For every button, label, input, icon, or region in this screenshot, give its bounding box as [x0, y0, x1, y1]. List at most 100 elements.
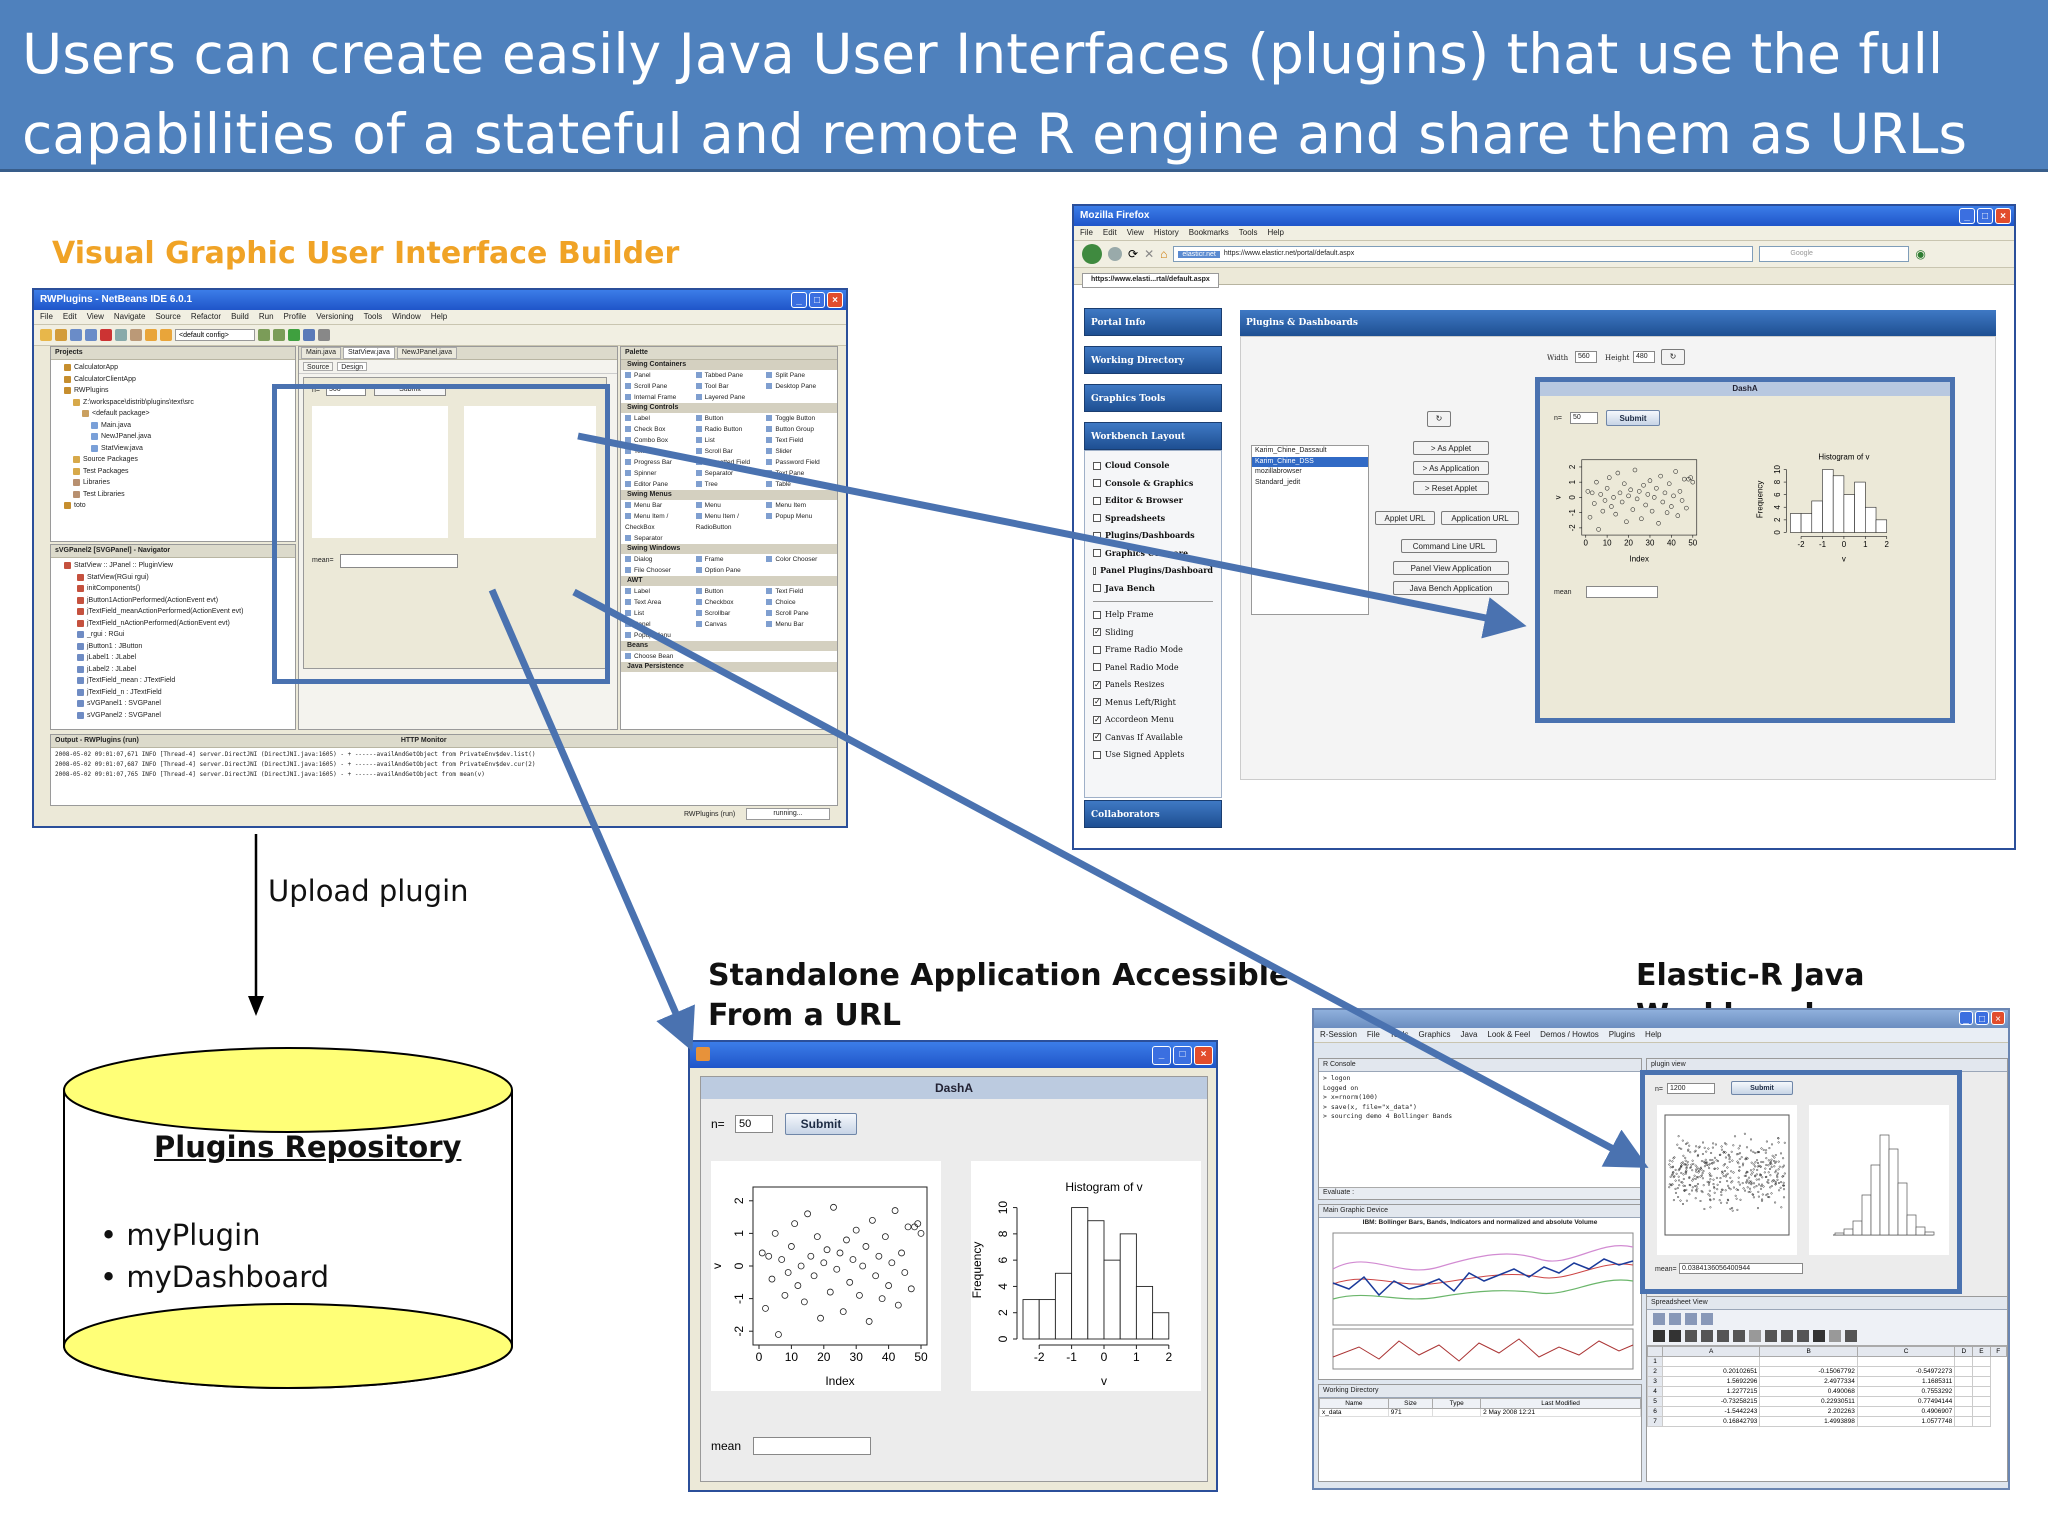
settings-option[interactable]: ✓Canvas If Available [1093, 729, 1213, 747]
palette-item[interactable]: Button [696, 586, 767, 597]
palette-item[interactable]: Scroll Pane [625, 381, 696, 392]
filter-icon[interactable] [1653, 1313, 1665, 1325]
navigator-item[interactable]: jTextField_meanActionPerformed(ActionEve… [55, 606, 291, 618]
settings-option[interactable]: Use Signed Applets [1093, 746, 1213, 764]
refresh-list-button[interactable]: ↻ [1427, 411, 1451, 427]
checkbox[interactable]: ✓ [1093, 697, 1101, 707]
copy-icon[interactable] [1653, 1329, 1665, 1342]
standalone-mean-field[interactable] [753, 1437, 871, 1455]
workbench-menu-file[interactable]: File [1366, 1030, 1380, 1039]
dasha-mean-field[interactable] [1586, 586, 1658, 598]
palette-item[interactable]: Separator [696, 468, 767, 479]
editor-tab[interactable]: NewJPanel.java [396, 347, 458, 359]
forward-icon[interactable] [1108, 247, 1122, 261]
plugin-list-item[interactable]: Standard_jedit [1255, 478, 1301, 486]
layout-option[interactable]: Spreadsheets [1093, 510, 1213, 528]
settings-option[interactable]: Frame Radio Mode [1093, 641, 1213, 659]
palette-item[interactable]: Button Group [766, 424, 837, 435]
form-mean-field[interactable] [340, 554, 458, 568]
netbeans-menu-profile[interactable]: Profile [283, 312, 307, 321]
palette-item[interactable]: Tabbed Pane [696, 370, 767, 381]
project-tree-item[interactable]: RWPlugins [55, 385, 291, 397]
debug-icon[interactable] [303, 329, 315, 341]
command-line-url-button[interactable]: Command Line URL [1401, 539, 1497, 553]
palette-item[interactable]: File Chooser [625, 565, 696, 576]
layout-option[interactable]: Panel Plugins/Dashboard [1093, 562, 1213, 580]
run-icon[interactable] [288, 329, 300, 341]
navigator-item[interactable]: jTextField_mean : JTextField [55, 675, 291, 687]
palette-item[interactable]: Choose Bean [625, 651, 696, 662]
settings-option[interactable]: Panel Radio Mode [1093, 659, 1213, 677]
sort-icon[interactable] [1701, 1313, 1713, 1325]
workbench-menu-look-feel[interactable]: Look & Feel [1487, 1030, 1531, 1039]
palette-item[interactable]: Scroll Pane [766, 608, 837, 619]
palette-item[interactable]: Text Field [766, 586, 837, 597]
firefox-menu-tools[interactable]: Tools [1238, 228, 1258, 237]
project-tree-item[interactable]: toto [55, 500, 291, 512]
netbeans-menu-navigate[interactable]: Navigate [113, 312, 146, 321]
workbench-menu-java[interactable]: Java [1460, 1030, 1478, 1039]
layout-option[interactable]: Cloud Console [1093, 457, 1213, 475]
palette-section[interactable]: AWT [621, 576, 837, 586]
navigator-item[interactable]: sVGPanel2 : SVGPanel [55, 710, 291, 722]
workbench-menu-graphics[interactable]: Graphics [1418, 1030, 1451, 1039]
palette-item[interactable]: Choice [766, 597, 837, 608]
settings-option[interactable]: Help Frame [1093, 606, 1213, 624]
firefox-menu-file[interactable]: File [1080, 228, 1093, 237]
navigator-item[interactable]: sVGPanel1 : SVGPanel [55, 698, 291, 710]
palette-item[interactable]: Label [625, 586, 696, 597]
palette-item[interactable]: Radio Button [696, 424, 767, 435]
back-icon[interactable] [1082, 244, 1102, 264]
netbeans-menu-source[interactable]: Source [155, 312, 181, 321]
source-mode-tab[interactable]: Source [303, 362, 334, 371]
checkbox[interactable]: ✓ [1093, 714, 1101, 724]
dasha-submit-button[interactable]: Submit [1606, 410, 1660, 426]
project-tree-item[interactable]: Main.java [55, 420, 291, 432]
netbeans-menu-build[interactable]: Build [231, 312, 249, 321]
palette-section[interactable]: Java Persistence [621, 662, 837, 672]
standalone-submit-button[interactable]: Submit [785, 1113, 857, 1135]
new-file-icon[interactable] [40, 329, 52, 341]
settings-option[interactable]: ✓Sliding [1093, 624, 1213, 642]
project-tree-item[interactable]: NewJPanel.java [55, 431, 291, 443]
palette-item[interactable]: List [696, 435, 767, 446]
palette-item[interactable]: Toggle Button [766, 413, 837, 424]
wb-submit-button[interactable]: Submit [1731, 1081, 1793, 1095]
checkbox[interactable] [1093, 584, 1101, 593]
netbeans-menu-edit[interactable]: Edit [62, 312, 77, 321]
palette-item[interactable]: Password Field [766, 457, 837, 468]
netbeans-menu-refactor[interactable]: Refactor [190, 312, 222, 321]
zoom-icon[interactable] [1829, 1329, 1841, 1342]
paste-icon[interactable] [130, 329, 142, 341]
palette-item[interactable]: Slider [766, 446, 837, 457]
minimize-button[interactable]: _ [1959, 1011, 1973, 1025]
plugin-list-item[interactable]: mozillabrowser [1255, 468, 1302, 475]
workbench-menu-r-session[interactable]: R-Session [1320, 1030, 1357, 1039]
project-tree-item[interactable]: Source Packages [55, 454, 291, 466]
checkbox[interactable] [1093, 663, 1101, 672]
applet-url-button[interactable]: Applet URL [1375, 511, 1435, 525]
project-tree-item[interactable]: Test Packages [55, 466, 291, 478]
as-application-button[interactable]: > As Application [1413, 461, 1489, 475]
workbench-menu-help[interactable]: Help [1645, 1030, 1662, 1039]
palette-item[interactable]: Text Area [625, 597, 696, 608]
palette-item[interactable]: Popup Menu [766, 511, 837, 533]
close-button[interactable]: × [827, 292, 843, 308]
as-applet-button[interactable]: > As Applet [1413, 441, 1489, 455]
workbench-menu-demos-howtos[interactable]: Demos / Howtos [1540, 1030, 1599, 1039]
copy-icon[interactable] [115, 329, 127, 341]
palette-item[interactable]: Menu Bar [625, 500, 696, 511]
stop-icon[interactable]: ✕ [1144, 247, 1155, 261]
netbeans-menu-tools[interactable]: Tools [363, 312, 383, 321]
project-tree-item[interactable]: CalculatorClientApp [55, 374, 291, 386]
workbench-layout-tab[interactable]: Workbench Layout [1084, 422, 1222, 450]
close-button[interactable]: × [1194, 1046, 1213, 1065]
firefox-menu-edit[interactable]: Edit [1102, 228, 1117, 237]
save-all-icon[interactable] [85, 329, 97, 341]
reset-applet-button[interactable]: > Reset Applet [1413, 481, 1489, 495]
undo-icon[interactable] [1749, 1329, 1761, 1342]
palette-item[interactable]: Check Box [625, 424, 696, 435]
export-icon[interactable] [1765, 1329, 1777, 1342]
